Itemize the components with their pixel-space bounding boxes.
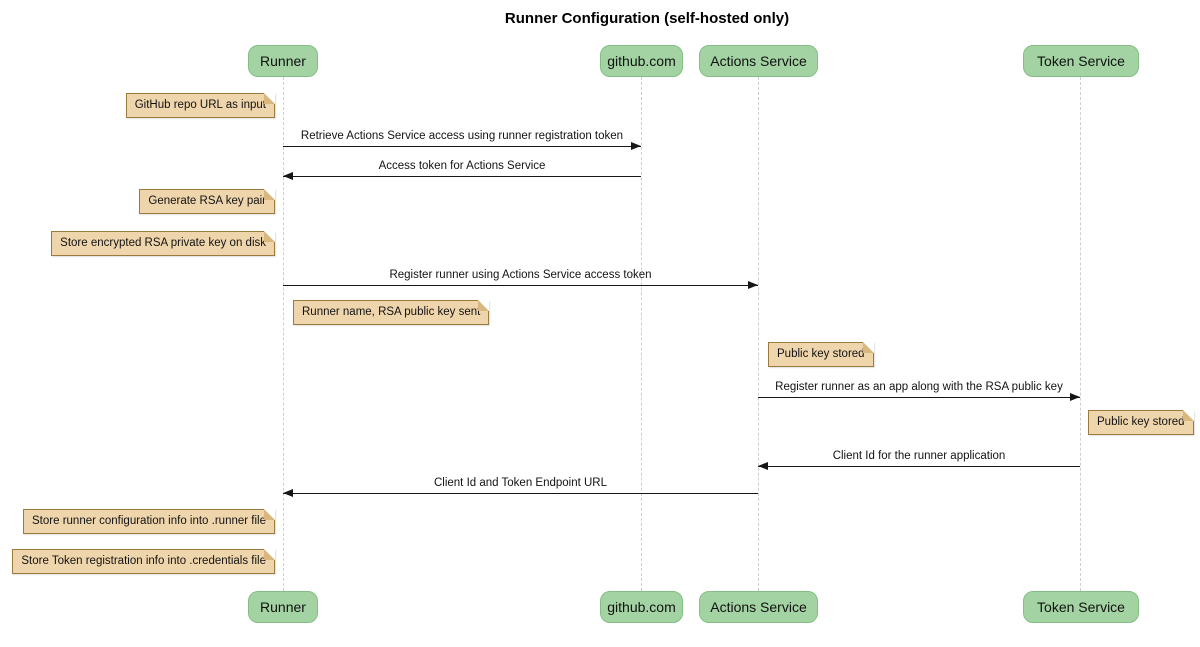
note-repo-url: GitHub repo URL as input	[125, 93, 276, 118]
participant-runner-top: Runner	[248, 45, 318, 77]
lifeline-github	[641, 77, 642, 591]
message-label-access-token: Access token for Actions Service	[378, 160, 546, 172]
diagram-title: Runner Configuration (self-hosted only)	[504, 10, 790, 27]
note-store-runner-file: Store runner configuration info into .ru…	[23, 509, 275, 534]
message-line	[758, 466, 1080, 467]
arrowhead-right-icon	[1070, 393, 1080, 401]
note-store-private-key: Store encrypted RSA private key on disk	[51, 231, 275, 256]
message-label-client-id: Client Id for the runner application	[832, 450, 1006, 462]
arrowhead-right-icon	[748, 281, 758, 289]
message-label-register-runner: Register runner using Actions Service ac…	[389, 269, 652, 281]
note-runner-name-sent: Runner name, RSA public key sent	[293, 300, 490, 325]
arrowhead-left-icon	[283, 172, 293, 180]
message-label-register-app: Register runner as an app along with the…	[775, 381, 1063, 393]
message-line	[283, 176, 641, 177]
message-label-client-id-endpoint: Client Id and Token Endpoint URL	[433, 477, 608, 489]
message-line	[283, 146, 641, 147]
arrowhead-right-icon	[631, 142, 641, 150]
message-line	[283, 493, 758, 494]
note-store-credentials-file: Store Token registration info into .cred…	[12, 549, 275, 574]
message-line	[283, 285, 758, 286]
lifeline-runner	[283, 77, 284, 591]
lifeline-token-service	[1080, 77, 1081, 591]
note-public-key-stored-token: Public key stored	[1088, 410, 1194, 435]
participant-github-top: github.com	[600, 45, 683, 77]
message-line	[758, 397, 1080, 398]
arrowhead-left-icon	[758, 462, 768, 470]
participant-actions-service-top: Actions Service	[699, 45, 818, 77]
arrowhead-left-icon	[283, 489, 293, 497]
participant-token-service-bottom: Token Service	[1023, 591, 1139, 623]
participant-actions-service-bottom: Actions Service	[699, 591, 818, 623]
participant-runner-bottom: Runner	[248, 591, 318, 623]
lifeline-actions-service	[758, 77, 759, 591]
note-public-key-stored-actions: Public key stored	[768, 342, 874, 367]
participant-github-bottom: github.com	[600, 591, 683, 623]
message-label-retrieve-access: Retrieve Actions Service access using ru…	[300, 130, 624, 142]
participant-token-service-top: Token Service	[1023, 45, 1139, 77]
note-generate-rsa: Generate RSA key pair	[139, 189, 275, 214]
